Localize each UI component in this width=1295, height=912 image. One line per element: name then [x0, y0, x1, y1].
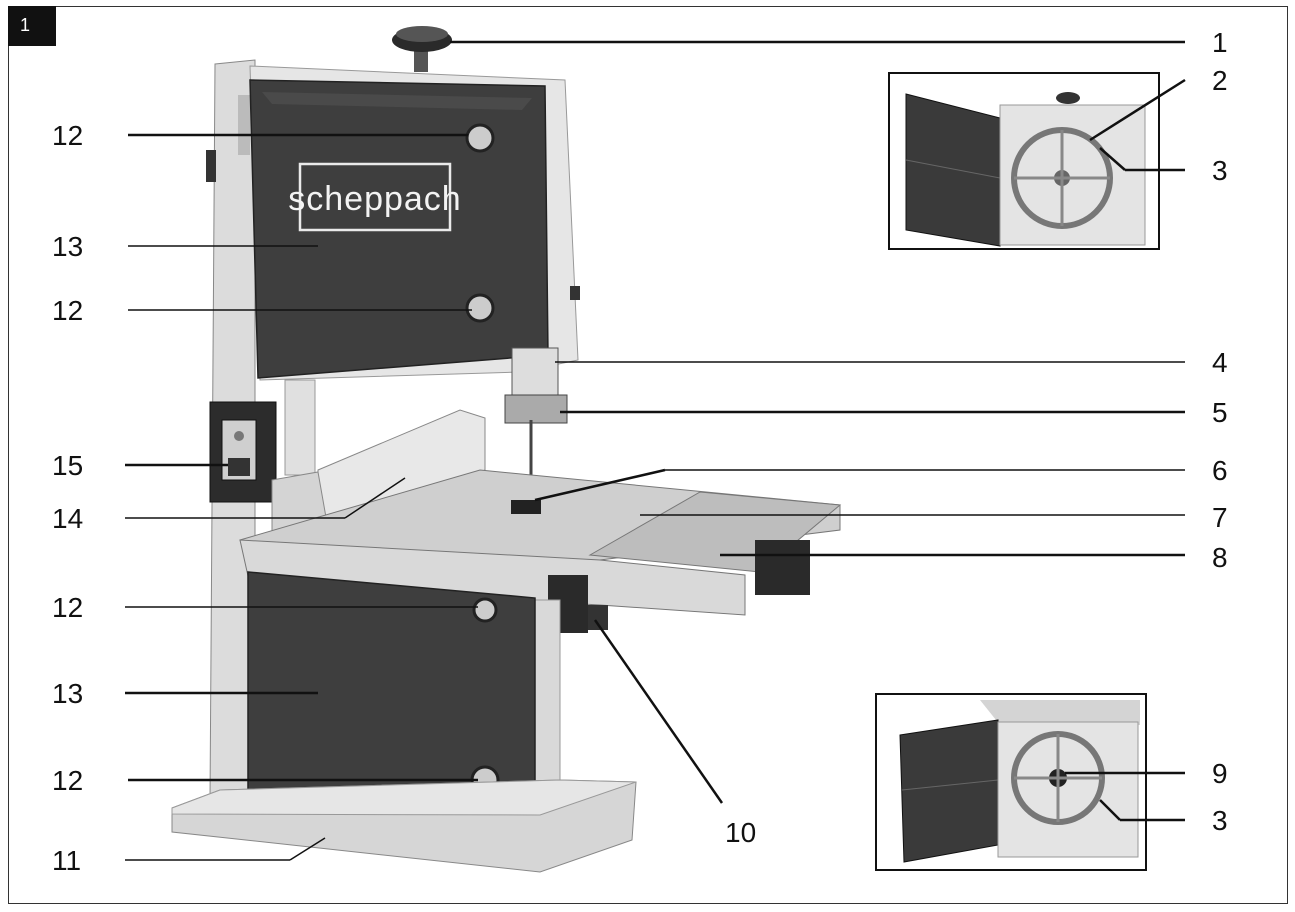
callout-7: 7 [1212, 502, 1228, 533]
callout-12c: 12 [52, 592, 83, 623]
inset-lower-door [899, 719, 999, 863]
inset-upper-knob [1056, 92, 1080, 104]
blade-guide-block [504, 394, 568, 424]
brand-logo-text: scheppach [288, 180, 461, 218]
table-bracket-knob [588, 605, 608, 630]
callout-9: 9 [1212, 758, 1228, 789]
throat-arm [284, 379, 316, 476]
table-rail-end [755, 540, 810, 595]
cover-knob-3 [472, 597, 498, 623]
frame-side-strip [238, 95, 250, 155]
callout-12b: 12 [52, 295, 83, 326]
callout-5: 5 [1212, 397, 1228, 428]
side-knob [570, 286, 580, 300]
callout-12d: 12 [52, 765, 83, 796]
figure-frame [8, 6, 1288, 904]
switch-inner [228, 458, 250, 476]
callout-1: 1 [1212, 27, 1228, 58]
callout-11: 11 [52, 845, 81, 876]
inset-lower-wheel [875, 693, 1147, 871]
inset-lower-table [980, 700, 1140, 725]
left-knob [206, 150, 216, 182]
callout-12a: 12 [52, 120, 83, 151]
callout-3b: 3 [1212, 805, 1228, 836]
tension-knob-top [396, 26, 448, 42]
inset-upper-door-line [905, 159, 1001, 179]
figure-number: 1 [20, 15, 31, 35]
leader-11-d [289, 837, 326, 861]
callout-lines [125, 40, 1186, 861]
brand-logo-box [298, 162, 452, 232]
callout-4: 4 [1212, 347, 1228, 378]
switch-indicator [234, 431, 244, 441]
cover-knob-1 [465, 123, 495, 153]
callout-13b: 13 [52, 678, 83, 709]
inset-lower-door-line [901, 779, 999, 791]
upper-cover-bevel [262, 92, 532, 110]
inset-lower-housing [997, 721, 1139, 858]
leader-6 [534, 468, 666, 502]
leader-14-d [344, 477, 406, 519]
callout-2: 2 [1212, 65, 1228, 96]
callout-3a: 3 [1212, 155, 1228, 186]
callout-labels: 1 2 3 4 5 6 7 8 9 3 10 11 12 13 12 15 14… [52, 27, 1228, 876]
figure-number-badge: 1 [8, 6, 56, 46]
callout-13a: 13 [52, 231, 83, 262]
bandsaw-machine: scheppach [171, 26, 842, 873]
table-insert [511, 500, 541, 514]
callout-15: 15 [52, 450, 83, 481]
base-top [171, 779, 637, 816]
callout-8: 8 [1212, 542, 1228, 573]
inset-upper-wheel [888, 72, 1160, 250]
inset-upper-door [905, 93, 1001, 247]
callout-6: 6 [1212, 455, 1228, 486]
callout-10: 10 [725, 817, 756, 848]
leader-2 [1089, 78, 1186, 142]
leader-3b [1099, 799, 1121, 821]
callout-14: 14 [52, 503, 83, 534]
leader-10 [593, 619, 724, 804]
leader-3a [1099, 147, 1126, 171]
tension-knob-shaft [414, 48, 428, 72]
cover-knob-2 [465, 293, 495, 323]
